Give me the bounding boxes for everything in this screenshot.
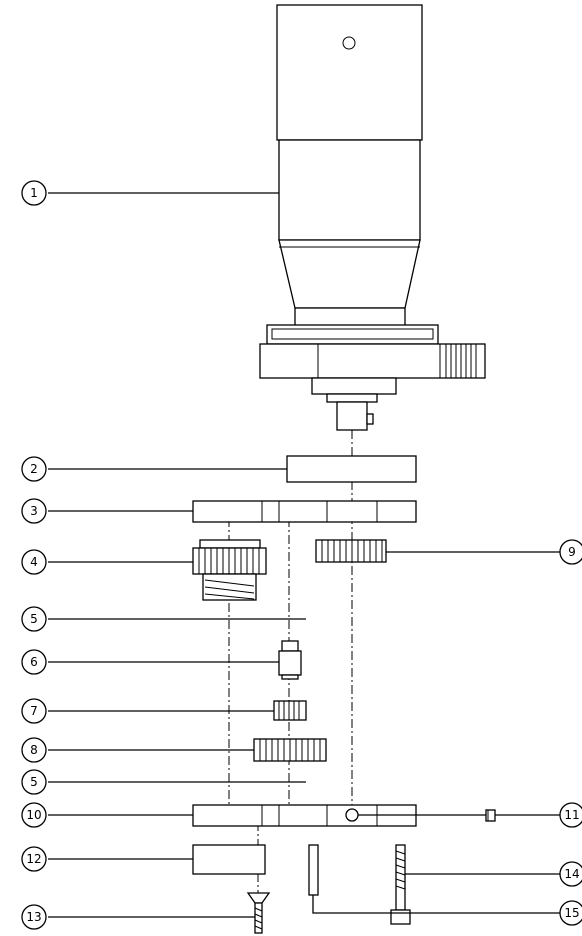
callout-12: 12 bbox=[21, 846, 47, 872]
callout-14-label: 14 bbox=[564, 867, 579, 881]
callout-10-label: 10 bbox=[26, 808, 41, 822]
part-9-gear bbox=[315, 539, 387, 563]
callout-1-label: 1 bbox=[30, 186, 38, 200]
part-15-dowel-pin bbox=[308, 844, 319, 896]
part-10-lower-plate bbox=[192, 804, 417, 827]
callout-1: 1 bbox=[21, 180, 47, 206]
callout-11-label: 11 bbox=[564, 808, 579, 822]
callout-7-label: 7 bbox=[30, 704, 38, 718]
part-13-countersunk-screw bbox=[246, 892, 271, 934]
callout-2-label: 2 bbox=[30, 462, 38, 476]
callout-3: 3 bbox=[21, 498, 47, 524]
callout-6-label: 6 bbox=[30, 655, 38, 669]
leader-lines bbox=[48, 192, 560, 918]
knurl-flange bbox=[445, 344, 477, 378]
callout-5-lower: 5 bbox=[21, 769, 47, 795]
callout-9: 9 bbox=[559, 539, 582, 565]
callout-15-label: 15 bbox=[564, 906, 579, 920]
callout-13: 13 bbox=[21, 904, 47, 930]
part-11-plug bbox=[485, 809, 496, 822]
callout-13-label: 13 bbox=[26, 910, 41, 924]
tool-body-part-1 bbox=[259, 4, 486, 431]
callout-8: 8 bbox=[21, 737, 47, 763]
callout-4-label: 4 bbox=[30, 555, 38, 569]
callout-11: 11 bbox=[559, 802, 582, 828]
part-7-small-gear bbox=[273, 700, 307, 721]
part-4-threaded-fitting bbox=[192, 539, 267, 601]
callout-14: 14 bbox=[559, 861, 582, 887]
callout-4: 4 bbox=[21, 549, 47, 575]
callout-9-label: 9 bbox=[568, 545, 576, 559]
part-8-large-gear bbox=[253, 738, 327, 762]
part-12-block bbox=[192, 844, 266, 875]
callout-12-label: 12 bbox=[26, 852, 41, 866]
callout-15: 15 bbox=[559, 900, 582, 926]
callout-2: 2 bbox=[21, 456, 47, 482]
callout-8-label: 8 bbox=[30, 743, 38, 757]
part-2-plate bbox=[286, 455, 417, 483]
part-14-cap-screw bbox=[390, 844, 411, 925]
callout-5-lower-label: 5 bbox=[30, 775, 38, 789]
callout-5-upper: 5 bbox=[21, 606, 47, 632]
callout-6: 6 bbox=[21, 649, 47, 675]
part-6-bushing bbox=[278, 640, 302, 680]
callout-10: 10 bbox=[21, 802, 47, 828]
callout-3-label: 3 bbox=[30, 504, 38, 518]
callout-5-upper-label: 5 bbox=[30, 612, 38, 626]
part-3-upper-plate bbox=[192, 500, 417, 523]
callout-7: 7 bbox=[21, 698, 47, 724]
